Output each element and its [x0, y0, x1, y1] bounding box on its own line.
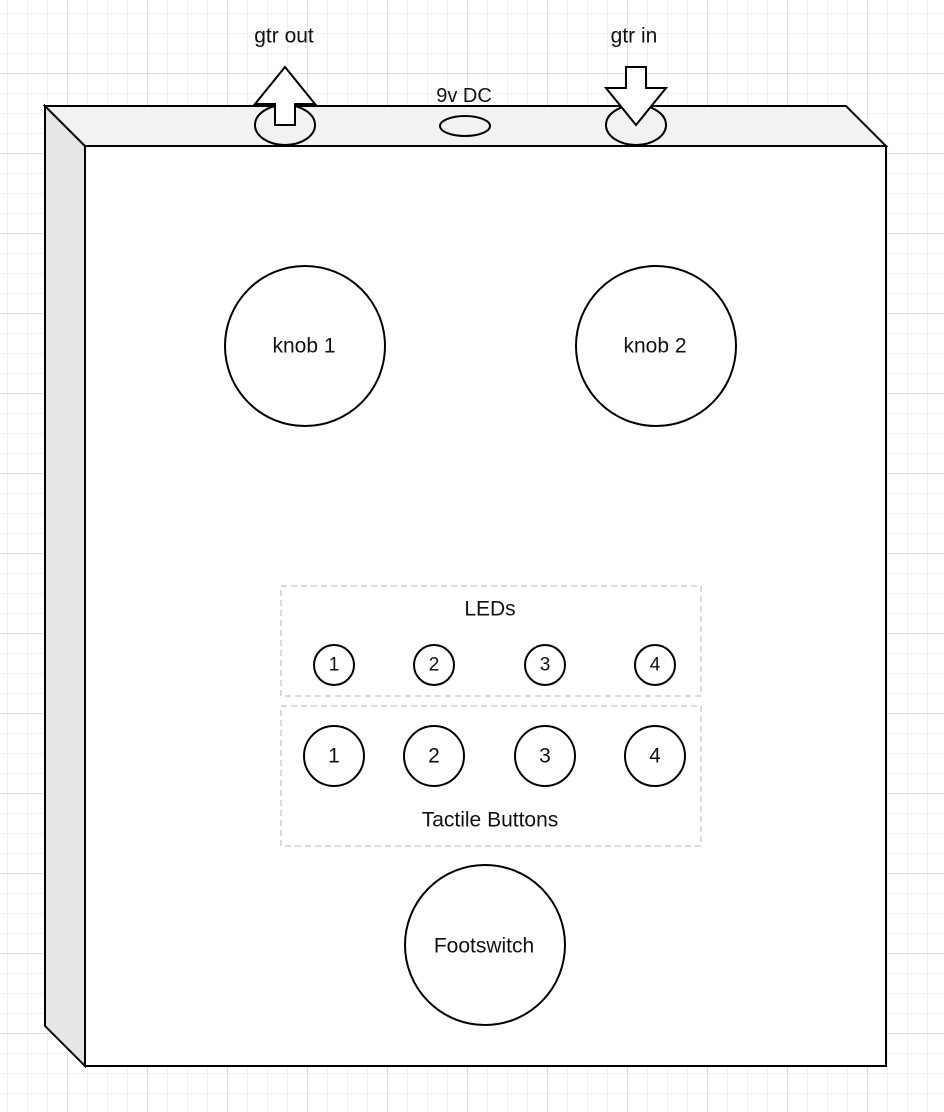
tactile-button-3 [514, 725, 576, 787]
enclosure-side-face [44, 103, 86, 1069]
leds-title: LEDs [464, 597, 516, 621]
tactile-button-4-label: 4 [649, 744, 661, 768]
led-4 [634, 644, 676, 686]
knob-1 [224, 265, 386, 427]
power-jack-label: 9v DC [436, 85, 492, 107]
led-2-label: 2 [428, 654, 440, 676]
buttons-title: Tactile Buttons [421, 808, 559, 832]
tactile-button-2-label: 2 [428, 744, 440, 768]
up-arrow-icon [252, 65, 318, 126]
led-3-label: 3 [539, 654, 551, 676]
tactile-button-1 [303, 725, 365, 787]
led-1 [313, 644, 355, 686]
led-4-label: 4 [649, 654, 661, 676]
knob-1-label: knob 1 [272, 334, 336, 358]
tactile-button-3-label: 3 [539, 744, 551, 768]
footswitch [404, 864, 566, 1026]
led-2 [413, 644, 455, 686]
input-jack-label: gtr in [610, 24, 658, 48]
knob-2 [575, 265, 737, 427]
tactile-button-4 [624, 725, 686, 787]
output-jack-label: gtr out [254, 24, 314, 48]
footswitch-label: Footswitch [433, 934, 535, 958]
leds-group [280, 585, 702, 697]
led-1-label: 1 [328, 654, 340, 676]
led-3 [524, 644, 566, 686]
tactile-button-2 [403, 725, 465, 787]
buttons-group [280, 705, 702, 847]
down-arrow-icon [603, 66, 669, 127]
tactile-button-1-label: 1 [328, 744, 340, 768]
knob-2-label: knob 2 [623, 334, 687, 358]
power-jack [439, 115, 491, 137]
enclosure-top-face [42, 105, 889, 147]
